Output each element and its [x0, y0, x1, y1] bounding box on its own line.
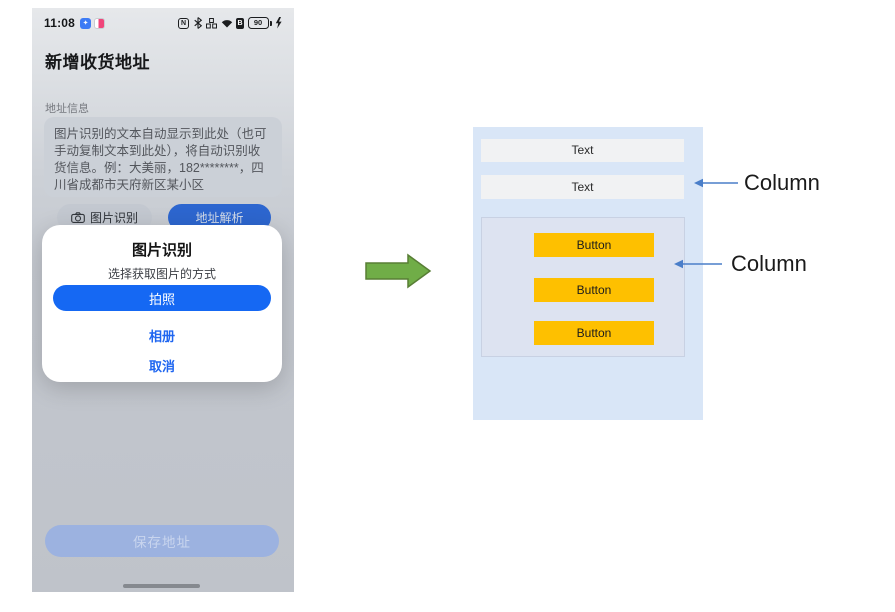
dialog-subtitle: 选择获取图片的方式: [107, 267, 216, 281]
wifi-icon: [221, 19, 232, 27]
save-address-button[interactable]: 保存地址: [45, 525, 279, 557]
diagram-column-panel: Text Text Button Button Button: [473, 127, 703, 420]
clock: 11:08: [44, 16, 76, 30]
column-annotation-arrow-2: [674, 259, 722, 269]
diagram-button-column: Button Button Button: [481, 217, 685, 357]
dialog-title: 图片识别: [131, 242, 192, 259]
diagram-button-3: Button: [534, 321, 654, 345]
phone-screenshot: 11:08 ✦ N B 90: [32, 8, 294, 592]
nfc-icon: N: [178, 17, 189, 29]
battery-cap: [269, 20, 272, 26]
camera-icon: [71, 212, 85, 223]
address-textarea[interactable]: 图片识别的文本自动显示到此处（也可手动复制文本到此处），将自动识别收货信息。例：…: [44, 117, 282, 197]
diagram-button-1: Button: [534, 233, 654, 257]
volte-icon: [206, 17, 217, 28]
image-picker-dialog: 图片识别 选择获取图片的方式 拍照 相册 取消: [42, 225, 282, 382]
section-label: 地址信息: [45, 103, 89, 115]
battery-indicator: 90: [247, 17, 272, 29]
battery-percent: 90: [247, 17, 269, 29]
take-photo-button[interactable]: 拍照: [53, 285, 271, 311]
notification-app-icon-pink: [94, 17, 106, 29]
cancel-button[interactable]: 取消: [148, 359, 175, 374]
transform-arrow-icon: [365, 253, 432, 289]
sim-icon: B: [236, 17, 244, 29]
charging-icon: [275, 17, 282, 29]
diagram-button-2: Button: [534, 278, 654, 302]
status-bar: 11:08 ✦ N B 90: [32, 14, 294, 32]
notification-app-icon-blue: ✦: [80, 17, 92, 29]
diagram-text-box-1: Text: [481, 139, 684, 162]
column-label-2: Column: [731, 251, 807, 276]
page-title: 新增收货地址: [45, 53, 150, 72]
album-button[interactable]: 相册: [148, 329, 175, 344]
image-recognition-label: 图片识别: [89, 211, 138, 225]
column-label-1: Column: [744, 170, 820, 195]
bluetooth-icon: [193, 17, 202, 29]
home-indicator[interactable]: [123, 584, 200, 588]
column-annotation-arrow-1: [694, 178, 738, 188]
address-parse-label: 地址解析: [195, 211, 244, 225]
diagram-text-box-2: Text: [481, 175, 684, 199]
